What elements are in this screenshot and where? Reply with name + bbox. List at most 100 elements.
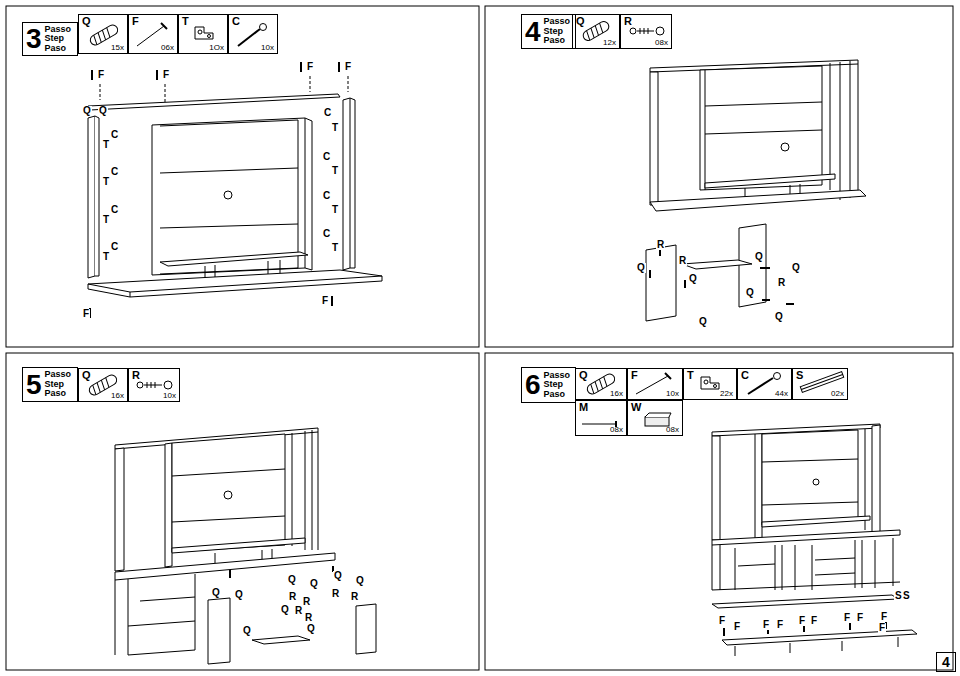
- part-count: 08x: [666, 426, 679, 434]
- callout-letter: F: [82, 309, 90, 319]
- callout-letter: C: [110, 167, 119, 177]
- part-cell: F10x: [627, 368, 683, 400]
- furniture-drawing: [160, 120, 298, 274]
- callout-letter: R: [331, 589, 340, 599]
- part-icon: [144, 382, 162, 388]
- part-icon: [208, 35, 211, 38]
- callout-letter: Q: [355, 576, 365, 586]
- part-icon: [585, 23, 605, 40]
- callout-letter: Q: [242, 626, 252, 636]
- furniture-drawing: [115, 428, 376, 664]
- furniture-drawing: [224, 491, 232, 499]
- callout-letter: T: [331, 243, 339, 253]
- part-count: 16x: [610, 390, 623, 398]
- furniture-drawing: [738, 558, 855, 575]
- part-icon: [161, 23, 167, 29]
- callout-letter: F: [344, 62, 352, 72]
- furniture-drawing: [781, 143, 789, 151]
- part-count: 02x: [831, 390, 844, 398]
- furniture-drawing: [152, 118, 305, 275]
- furniture-drawing: [350, 98, 355, 268]
- callout-letter: C: [110, 242, 119, 252]
- furniture-drawing: [762, 430, 858, 525]
- callout-letter: F: [843, 613, 851, 623]
- furniture-drawing: [230, 566, 333, 578]
- part-icon: [701, 377, 719, 389]
- part-icon: [88, 20, 844, 427]
- furniture-drawing: [115, 448, 124, 571]
- furniture-drawing: [88, 270, 382, 292]
- furniture-drawing: [735, 637, 898, 656]
- furniture-drawing: [100, 76, 348, 102]
- part-letter: C: [741, 370, 749, 381]
- callout-letter: Q: [98, 106, 108, 116]
- furniture-drawing: [88, 116, 95, 278]
- callout-letter: F: [798, 616, 806, 626]
- step-header: 5Passo Step Paso: [22, 367, 78, 402]
- furniture-drawing: [650, 72, 658, 205]
- panel-frame: [6, 6, 953, 670]
- callout-letter: R: [656, 240, 665, 250]
- step-word: Passo Step Paso: [544, 17, 572, 45]
- part-icon: [645, 417, 669, 426]
- callout-letter: F: [880, 612, 888, 622]
- callout-letter: R: [678, 256, 687, 266]
- part-icon: [645, 413, 671, 417]
- step-number: 6: [525, 371, 541, 399]
- callout-letter: F: [718, 616, 726, 626]
- panel-frame: [485, 353, 953, 670]
- furniture-drawing: [252, 636, 310, 644]
- callout-letter: C: [110, 205, 119, 215]
- step-word: Passo Step Paso: [45, 370, 73, 398]
- callout-letter: Q: [774, 312, 784, 322]
- callout-letter: Q: [306, 624, 316, 634]
- part-icon: [92, 28, 112, 45]
- furniture-drawing: [208, 598, 230, 664]
- part-letter: Q: [82, 16, 91, 27]
- part-cell: T22x: [683, 368, 737, 400]
- part-letter: T: [182, 16, 189, 27]
- furniture-drawing: [739, 224, 766, 307]
- part-count: 10x: [666, 390, 679, 398]
- part-cell: R08x: [620, 14, 672, 49]
- part-letter: S: [796, 370, 803, 381]
- part-icon: [748, 378, 773, 394]
- callout-letter: F: [762, 620, 770, 630]
- part-count: 10x: [261, 44, 274, 52]
- furniture-drawing: [88, 276, 382, 297]
- callout-letter: Q: [745, 288, 755, 298]
- part-letter: F: [132, 16, 139, 27]
- part-letter: W: [631, 402, 641, 413]
- furniture-drawing: [172, 538, 305, 553]
- part-icon: [582, 424, 616, 425]
- callout-letter: F: [776, 620, 784, 630]
- part-count: 06x: [161, 44, 174, 52]
- part-count: 22x: [720, 390, 733, 398]
- step-number: 4: [525, 18, 541, 46]
- part-icon: [636, 376, 668, 394]
- part-letter: R: [132, 370, 140, 381]
- callout-letter: Q: [211, 588, 221, 598]
- furniture-drawing: [172, 469, 285, 522]
- part-icon: [195, 27, 213, 39]
- callout-letter: R: [304, 613, 313, 623]
- callout-letter: Q: [234, 590, 244, 600]
- part-icon: [656, 27, 664, 35]
- part-icon: [91, 378, 111, 395]
- callout-letter: F: [321, 296, 329, 306]
- callout-letter: Q: [280, 605, 290, 615]
- part-letter: Q: [579, 370, 588, 381]
- callout-letter: Q: [287, 575, 297, 585]
- part-cell: R10x: [128, 368, 180, 402]
- part-icon: [704, 380, 708, 384]
- part-icon: [701, 377, 719, 389]
- part-count: 08x: [610, 426, 623, 434]
- callout-letter: C: [322, 152, 331, 162]
- step-word: Passo Step Paso: [45, 25, 73, 53]
- furniture-drawing: [160, 252, 308, 266]
- part-letter: Q: [82, 370, 91, 381]
- furniture-drawing: [700, 66, 822, 190]
- part-icon: [645, 413, 671, 426]
- callout-letter: F: [856, 613, 864, 623]
- callout-letter: R: [777, 278, 786, 288]
